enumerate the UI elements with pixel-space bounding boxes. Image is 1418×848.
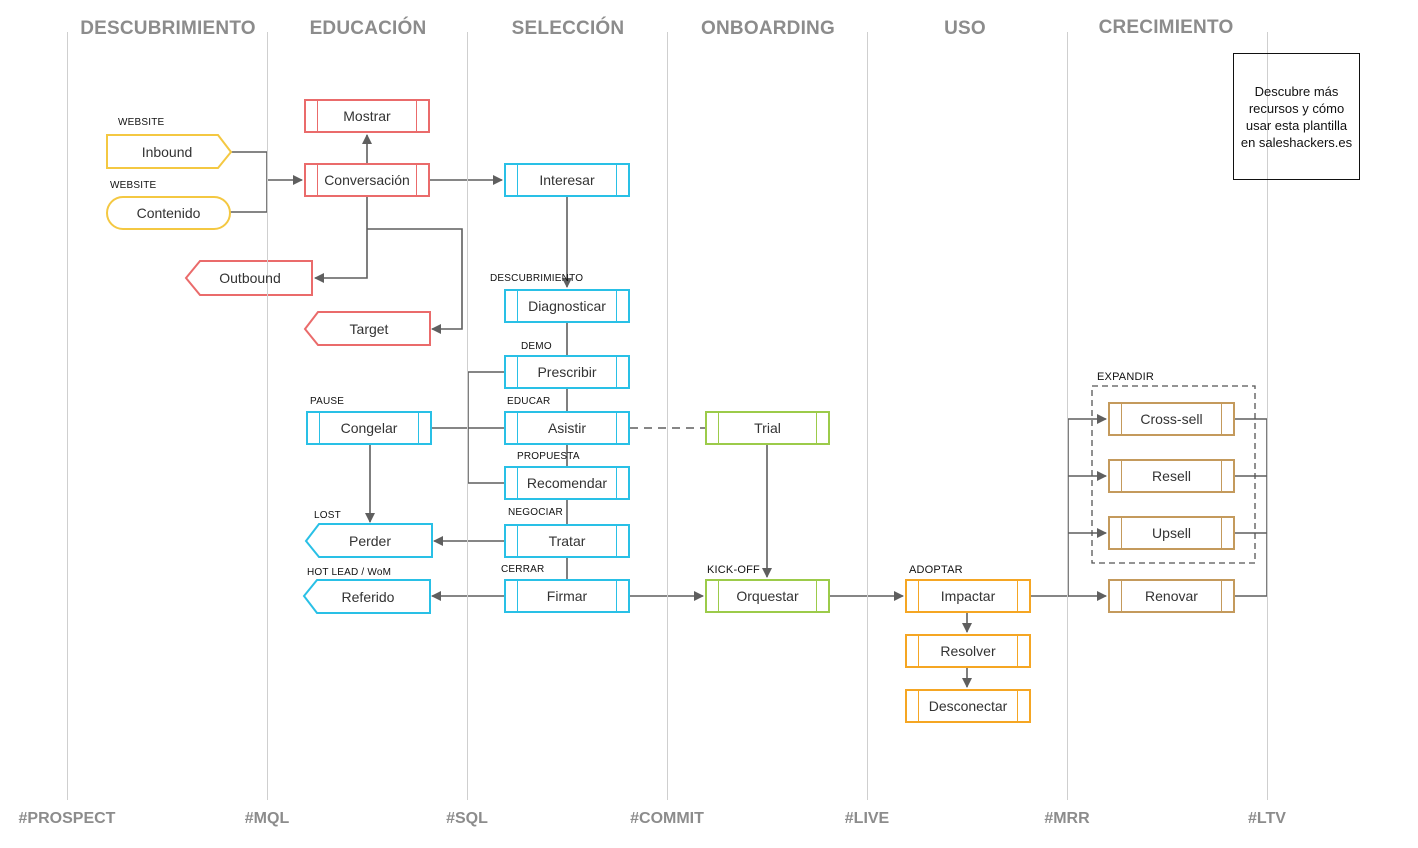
lane-separator — [1267, 32, 1268, 800]
node-crosssell[interactable]: Cross-sell — [1108, 402, 1235, 436]
lane-separator — [1067, 32, 1068, 800]
metric-live: #LIVE — [844, 810, 890, 827]
phase-uso: USO — [944, 18, 986, 39]
lane-separator — [667, 32, 668, 800]
phase-descubrimiento: DESCUBRIMIENTO — [80, 18, 256, 39]
tag-adoptar: ADOPTAR — [909, 564, 963, 576]
arrow-to-outbound — [314, 196, 368, 283]
node-outbound[interactable]: Outbound — [219, 270, 281, 286]
connector-contenido — [229, 180, 268, 213]
node-tratar-label: Tratar — [548, 533, 586, 549]
node-firmar[interactable]: Firmar — [504, 579, 630, 613]
node-tratar[interactable]: Tratar — [504, 524, 630, 558]
node-prescribir-label: Prescribir — [537, 364, 597, 380]
node-contenido[interactable]: Contenido — [136, 205, 201, 221]
tag-negociar: NEGOCIAR — [508, 507, 563, 518]
node-renovar[interactable]: Renovar — [1108, 579, 1235, 613]
node-firmar-label: Firmar — [546, 588, 588, 604]
node-diagnosticar[interactable]: Diagnosticar — [504, 289, 630, 323]
lane-separator — [267, 32, 268, 800]
node-congelar[interactable]: Congelar — [306, 411, 432, 445]
node-diagnosticar-label: Diagnosticar — [528, 298, 606, 314]
phase-onboarding: ONBOARDING — [701, 18, 835, 39]
node-target[interactable]: Target — [349, 321, 389, 337]
tag-propuesta: PROPUESTA — [517, 451, 580, 462]
node-upsell-label: Upsell — [1152, 525, 1191, 541]
resources-note[interactable]: Descubre más recursos y cómo usar esta p… — [1233, 53, 1360, 180]
node-conversacion[interactable]: Conversación — [304, 163, 430, 197]
node-impactar[interactable]: Impactar — [905, 579, 1031, 613]
arrow-to-target — [367, 228, 463, 334]
tag-hotlead: HOT LEAD / WoM — [307, 567, 392, 578]
node-desconectar-label: Desconectar — [928, 698, 1008, 714]
node-impactar-label: Impactar — [940, 588, 996, 604]
node-mostrar[interactable]: Mostrar — [304, 99, 430, 133]
phase-crecimiento: CRECIMIENTO — [1098, 17, 1234, 38]
node-mostrar-label: Mostrar — [343, 108, 391, 124]
lane-separator — [67, 32, 68, 800]
referido-shape — [302, 579, 431, 614]
tag-kickoff: KICK-OFF — [707, 564, 760, 576]
tag-website-contenido: WEBSITE — [110, 180, 157, 191]
node-interesar[interactable]: Interesar — [504, 163, 630, 197]
tag-educar: EDUCAR — [507, 396, 551, 407]
metric-ltv: #LTV — [1248, 810, 1286, 827]
node-upsell[interactable]: Upsell — [1108, 516, 1235, 550]
contenido-shape — [106, 196, 231, 230]
tag-descubrimiento: DESCUBRIMIENTO — [490, 273, 584, 284]
outbound-shape — [184, 260, 313, 296]
metric-commit: #COMMIT — [630, 810, 704, 827]
connector-growth-bus — [1031, 419, 1069, 597]
bracket-ltv — [1235, 418, 1268, 597]
tag-expandir: EXPANDIR — [1097, 371, 1155, 383]
tag-demo: DEMO — [521, 341, 552, 352]
expandir-group — [1091, 385, 1256, 564]
node-resell[interactable]: Resell — [1108, 459, 1235, 493]
node-desconectar[interactable]: Desconectar — [905, 689, 1031, 723]
tag-pause: PAUSE — [310, 396, 345, 407]
node-resolver-label: Resolver — [940, 643, 996, 659]
tag-website-inbound: WEBSITE — [118, 117, 165, 128]
node-referido[interactable]: Referido — [341, 589, 395, 605]
node-recomendar-label: Recomendar — [526, 475, 608, 491]
inbound-shape — [106, 134, 233, 169]
node-renovar-label: Renovar — [1145, 588, 1198, 604]
lane-separator — [867, 32, 868, 800]
node-prescribir[interactable]: Prescribir — [504, 355, 630, 389]
tag-cerrar: CERRAR — [501, 564, 545, 575]
node-trial[interactable]: Trial — [705, 411, 830, 445]
node-perder[interactable]: Perder — [348, 533, 392, 549]
metric-sql: #SQL — [446, 810, 488, 827]
metric-mrr: #MRR — [1044, 810, 1090, 827]
metric-prospect: #PROSPECT — [18, 810, 116, 827]
node-congelar-label: Congelar — [340, 420, 398, 436]
node-trial-label: Trial — [754, 420, 781, 436]
connector-inbound — [229, 151, 268, 180]
node-asistir[interactable]: Asistir — [504, 411, 630, 445]
node-inbound[interactable]: Inbound — [141, 144, 193, 160]
lane-separator — [467, 32, 468, 800]
phase-seleccion: SELECCIÓN — [511, 18, 625, 39]
node-asistir-label: Asistir — [547, 420, 587, 436]
node-crosssell-label: Cross-sell — [1140, 411, 1203, 427]
node-conversacion-label: Conversación — [324, 172, 410, 188]
node-orquestar-label: Orquestar — [736, 588, 799, 604]
node-interesar-label: Interesar — [539, 172, 595, 188]
node-resolver[interactable]: Resolver — [905, 634, 1031, 668]
node-recomendar[interactable]: Recomendar — [504, 466, 630, 500]
perder-shape — [304, 523, 433, 558]
metric-mql: #MQL — [244, 810, 290, 827]
tag-lost: LOST — [314, 510, 341, 521]
phase-educacion: EDUCACIÓN — [309, 18, 427, 39]
node-resell-label: Resell — [1152, 468, 1191, 484]
node-orquestar[interactable]: Orquestar — [705, 579, 830, 613]
target-shape — [303, 311, 431, 346]
